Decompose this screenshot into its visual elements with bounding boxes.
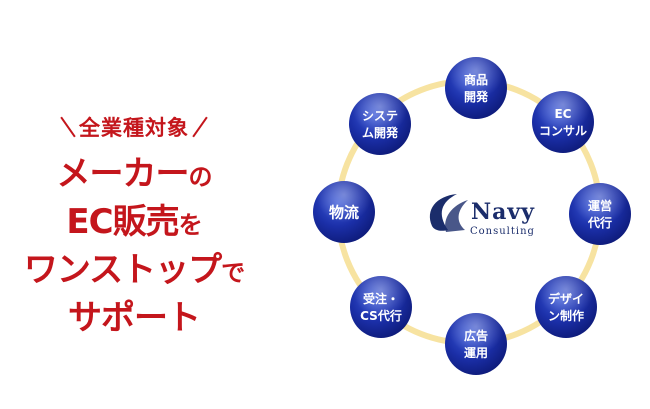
headline-line-2: EC販売を	[0, 200, 268, 248]
node-orders-cs: 受注・ CS代行	[350, 276, 412, 338]
node-label: コンサル	[539, 124, 587, 138]
node-label: 運営	[588, 198, 612, 213]
logo-sub: Consulting	[470, 226, 535, 237]
headline-line-1: メーカーの	[0, 152, 268, 200]
headline-line-1-main: メーカー	[56, 154, 190, 194]
headline: 全業種対象 メーカーの EC販売を ワンストップで サポート	[0, 112, 268, 341]
node-label: 開発	[464, 89, 489, 104]
node-label: 商品	[464, 72, 488, 87]
headline-line-3-main: ワンストップ	[23, 250, 222, 290]
node-ec-consult: EC コンサル	[532, 91, 594, 153]
node-label: 受注・	[363, 291, 399, 306]
node-label: 広告	[464, 328, 488, 343]
navy-logo: Navy Consulting	[429, 194, 535, 237]
headline-line-3: ワンストップで	[0, 248, 268, 296]
headline-line-4-main: サポート	[68, 298, 201, 338]
node-label: 代行	[587, 215, 612, 230]
node-label: システ	[362, 109, 398, 123]
headline-line-2-suffix: を	[178, 211, 203, 239]
headline-line-1-suffix: の	[188, 163, 213, 191]
subhead-text: 全業種対象	[79, 116, 189, 140]
node-label: CS代行	[360, 308, 402, 323]
logo-mark-icon	[429, 194, 457, 231]
node-label: ム開発	[362, 125, 399, 140]
node-label: 物流	[329, 203, 359, 221]
node-logistics: 物流	[313, 181, 375, 243]
node-label: EC	[554, 107, 571, 121]
headline-subhead: 全業種対象	[0, 112, 268, 142]
node-label: デザイ	[548, 291, 584, 306]
node-label: 運用	[464, 346, 488, 360]
headline-line-2-main: EC販売	[66, 202, 179, 242]
node-label: ン制作	[548, 308, 584, 323]
logo-name: Navy	[471, 199, 535, 225]
headline-line-4: サポート	[0, 296, 268, 341]
headline-line-3-suffix: で	[221, 259, 245, 287]
